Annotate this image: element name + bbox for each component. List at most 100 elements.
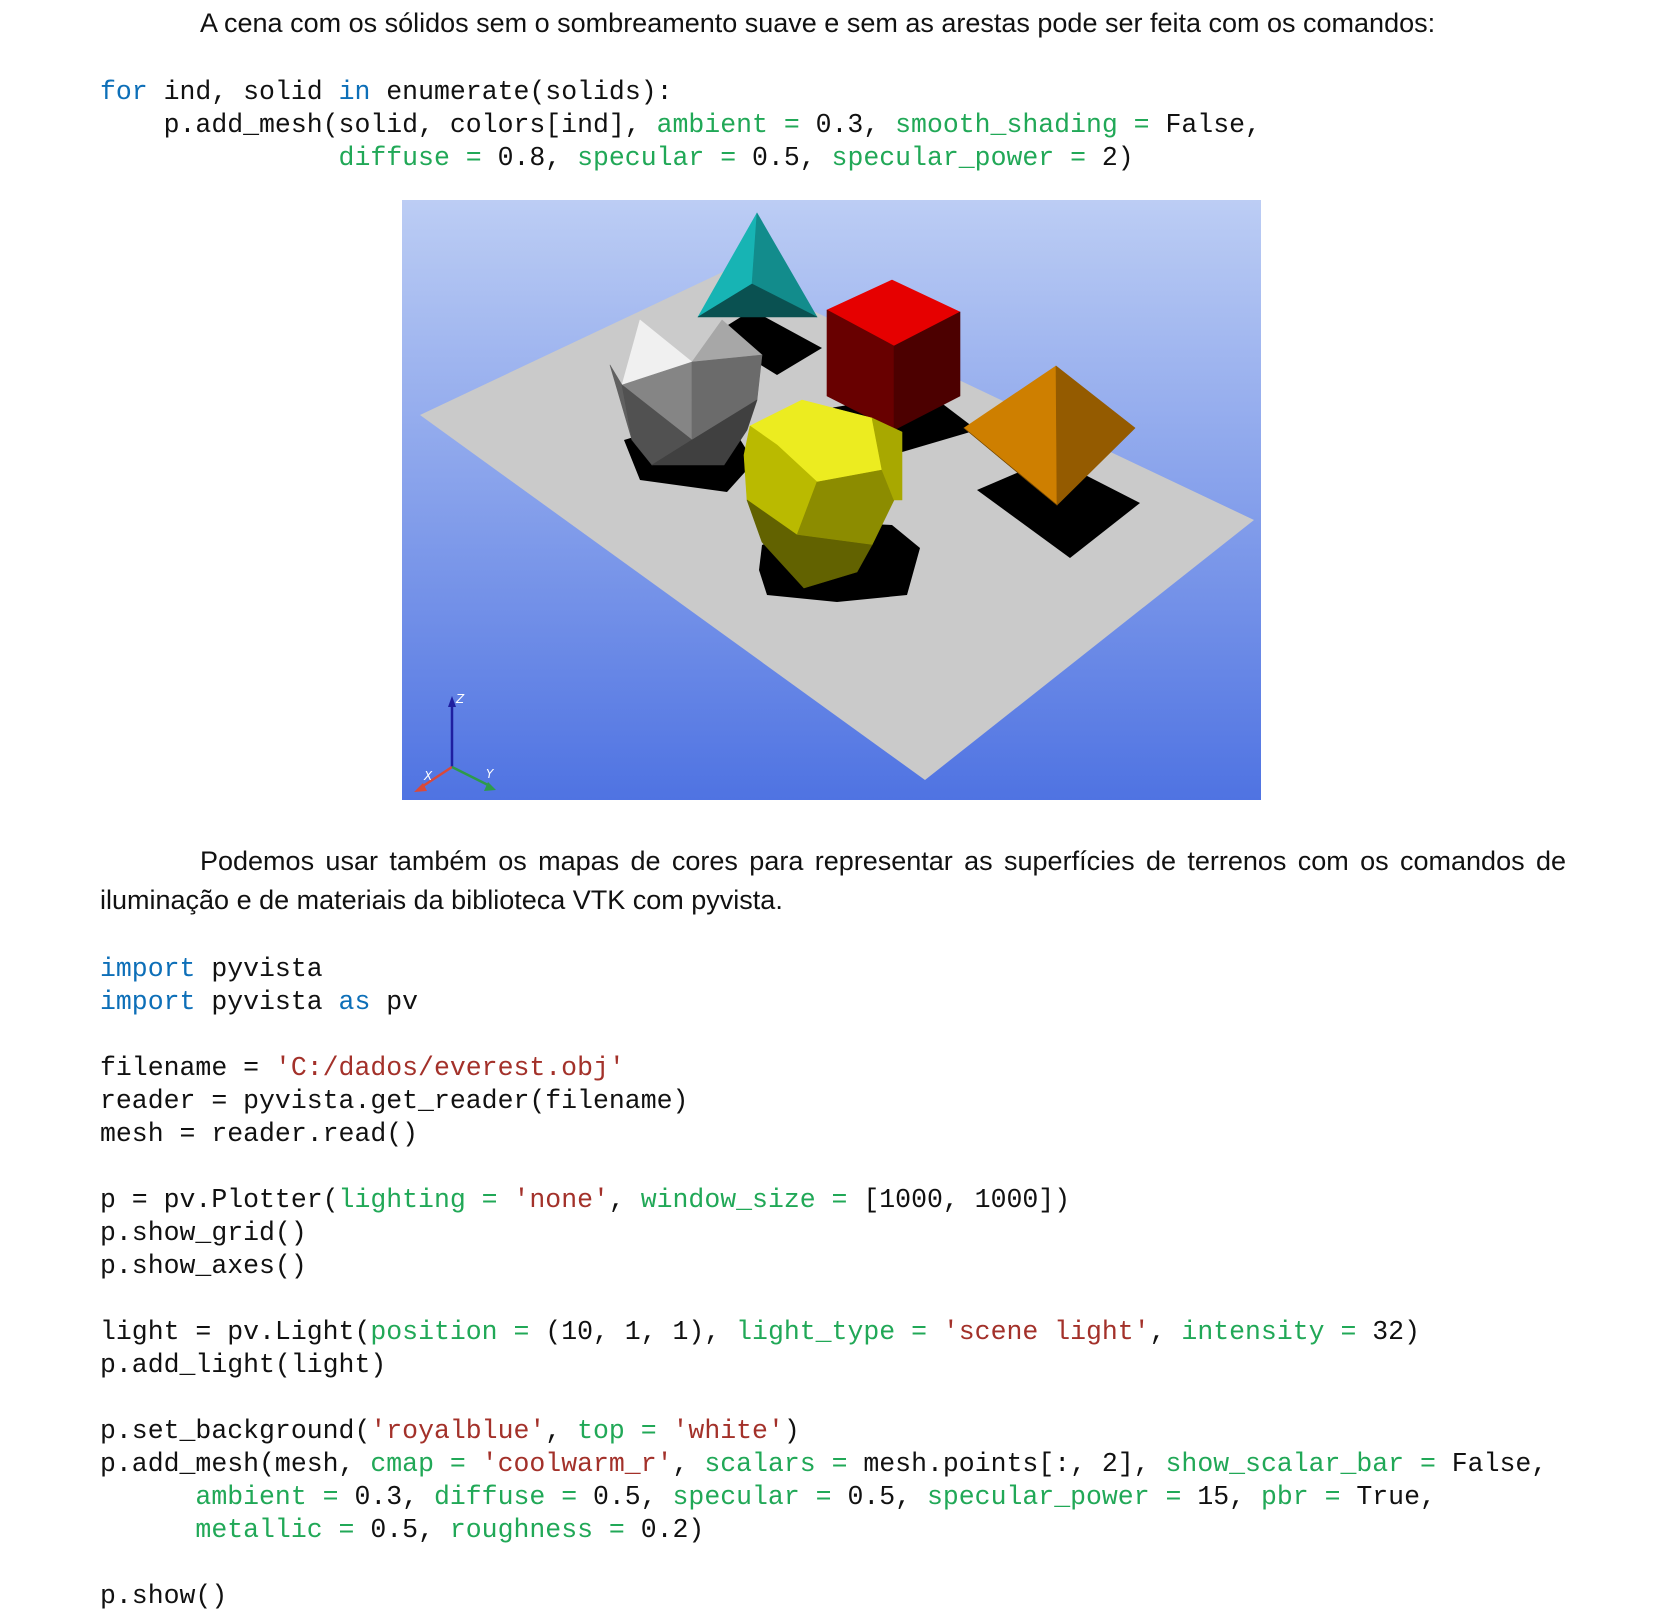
- code-token: 0.5,: [593, 1482, 673, 1512]
- code-line: reader = pyvista.get_reader(filename): [100, 1085, 1547, 1118]
- code-token: as: [338, 987, 371, 1017]
- solid-face: [796, 469, 895, 546]
- code-token: 0.5,: [847, 1482, 927, 1512]
- code-token: p.show_axes(): [100, 1251, 307, 1281]
- code-token: import: [100, 987, 196, 1017]
- code-token: [1000, 1000]): [863, 1185, 1071, 1215]
- solid-face: [893, 311, 961, 431]
- code-line: metallic = 0.5, roughness = 0.2): [100, 1514, 1547, 1547]
- code-line: p.show_grid(): [100, 1217, 1547, 1250]
- code-token: 'none': [513, 1185, 609, 1215]
- code-token: smooth_shading =: [895, 110, 1166, 140]
- code-token: in: [338, 77, 371, 107]
- tetrahedron-shadow: [712, 310, 822, 375]
- orientation-axes-widget: Z X Y: [414, 692, 496, 792]
- code-line: p.set_background('royalblue', top = 'whi…: [100, 1415, 1547, 1448]
- code-line: [100, 1151, 1547, 1184]
- solid-face: [746, 499, 873, 589]
- cube-solid: [826, 279, 961, 431]
- terrain-paragraph: Podemos usar também os mapas de cores pa…: [100, 846, 1566, 915]
- code-token: p.add_mesh(solid, colors[ind],: [100, 110, 657, 140]
- code-token: p.show_grid(): [100, 1218, 307, 1248]
- z-axis-label: Z: [455, 692, 465, 706]
- code-token: specular_power =: [831, 143, 1102, 173]
- code-token: mesh = reader.read(): [100, 1119, 419, 1149]
- code-token: light_type =: [736, 1317, 943, 1347]
- code-token: filename =: [100, 1053, 275, 1083]
- octahedron-shadow: [977, 458, 1140, 558]
- code-token: pyvista: [195, 954, 323, 984]
- code-token: 0.5,: [752, 143, 832, 173]
- code-token: ): [783, 1416, 800, 1446]
- code-token: diffuse =: [338, 143, 498, 173]
- x-axis-arrow-icon: [414, 783, 427, 792]
- code-token: 2): [1101, 143, 1134, 173]
- y-axis-arrow-icon: [484, 782, 496, 791]
- solid-face: [651, 399, 758, 466]
- code-token: diffuse =: [433, 1482, 593, 1512]
- code-token: top =: [577, 1416, 673, 1446]
- code-token: p.add_mesh(mesh,: [100, 1449, 371, 1479]
- code-token: [100, 1482, 195, 1512]
- code-line: import pyvista: [100, 953, 1547, 986]
- code-line: [100, 1283, 1547, 1316]
- code-token: 0.8,: [497, 143, 578, 173]
- x-axis-line: [419, 765, 453, 790]
- code-token: 15,: [1197, 1482, 1261, 1512]
- code-token: scalars =: [704, 1449, 864, 1479]
- code-token: 'white': [672, 1416, 784, 1446]
- code-token: p.show(): [100, 1581, 228, 1611]
- solid-face: [963, 427, 1058, 506]
- octahedron-solid: [963, 365, 1136, 506]
- code-token: lighting =: [338, 1185, 514, 1215]
- code-line: p.add_mesh(mesh, cmap = 'coolwarm_r', sc…: [100, 1448, 1547, 1481]
- tetrahedron-solid: [697, 212, 818, 318]
- code-token: ,: [545, 1416, 578, 1446]
- code-token: metallic =: [195, 1515, 371, 1545]
- code-line: for ind, solid in enumerate(solids):: [100, 76, 1261, 109]
- code-line: [100, 1547, 1547, 1580]
- code-token: True,: [1356, 1482, 1436, 1512]
- code-line: diffuse = 0.8, specular = 0.5, specular_…: [100, 142, 1261, 175]
- code-line: p.add_mesh(solid, colors[ind], ambient =…: [100, 109, 1261, 142]
- code-token: False,: [1165, 110, 1261, 140]
- code-token: intensity =: [1181, 1317, 1373, 1347]
- code-token: 'coolwarm_r': [481, 1449, 673, 1479]
- code-token: specular =: [577, 143, 753, 173]
- code-line: import pyvista as pv: [100, 986, 1547, 1019]
- code-token: mesh.points[:, 2],: [863, 1449, 1166, 1479]
- solid-face: [697, 283, 818, 318]
- x-axis-label: X: [423, 769, 433, 783]
- code-token: ind, solid: [147, 77, 339, 107]
- code-token: ,: [1149, 1317, 1182, 1347]
- code-line: light = pv.Light(position = (10, 1, 1), …: [100, 1316, 1547, 1349]
- code-token: enumerate(solids):: [370, 77, 673, 107]
- icosahedron-solid: [609, 319, 763, 466]
- code-token: cmap =: [370, 1449, 482, 1479]
- y-axis-label: Y: [486, 767, 495, 781]
- code-token: specular_power =: [926, 1482, 1198, 1512]
- code-line: [100, 1382, 1547, 1415]
- code-token: roughness =: [449, 1515, 641, 1545]
- code-token: pyvista: [195, 987, 339, 1017]
- code-token: reader = pyvista.get_reader(filename): [100, 1086, 689, 1116]
- code-token: ,: [608, 1185, 641, 1215]
- code-token: [100, 143, 339, 173]
- code-token: pbr =: [1260, 1482, 1357, 1512]
- code-token: 0.3,: [815, 110, 896, 140]
- code-token: p = pv.Plotter(: [100, 1185, 339, 1215]
- intro-paragraph: A cena com os sólidos sem o sombreamento…: [200, 8, 1436, 38]
- code-token: (10, 1, 1),: [545, 1317, 737, 1347]
- code-token: ambient =: [656, 110, 816, 140]
- code-token: 'C:/dados/everest.obj': [274, 1053, 625, 1083]
- z-axis-arrow-icon: [448, 696, 456, 707]
- code-token: 0.3,: [354, 1482, 434, 1512]
- code-token: light = pv.Light(: [100, 1317, 371, 1347]
- code-line: p.show(): [100, 1580, 1547, 1613]
- code-token: 0.5,: [370, 1515, 450, 1545]
- code-token: ambient =: [195, 1482, 355, 1512]
- code-token: 'scene light': [942, 1317, 1150, 1347]
- code-token: False,: [1451, 1449, 1548, 1479]
- code-token: p.set_background(: [100, 1416, 371, 1446]
- code-token: ,: [672, 1449, 705, 1479]
